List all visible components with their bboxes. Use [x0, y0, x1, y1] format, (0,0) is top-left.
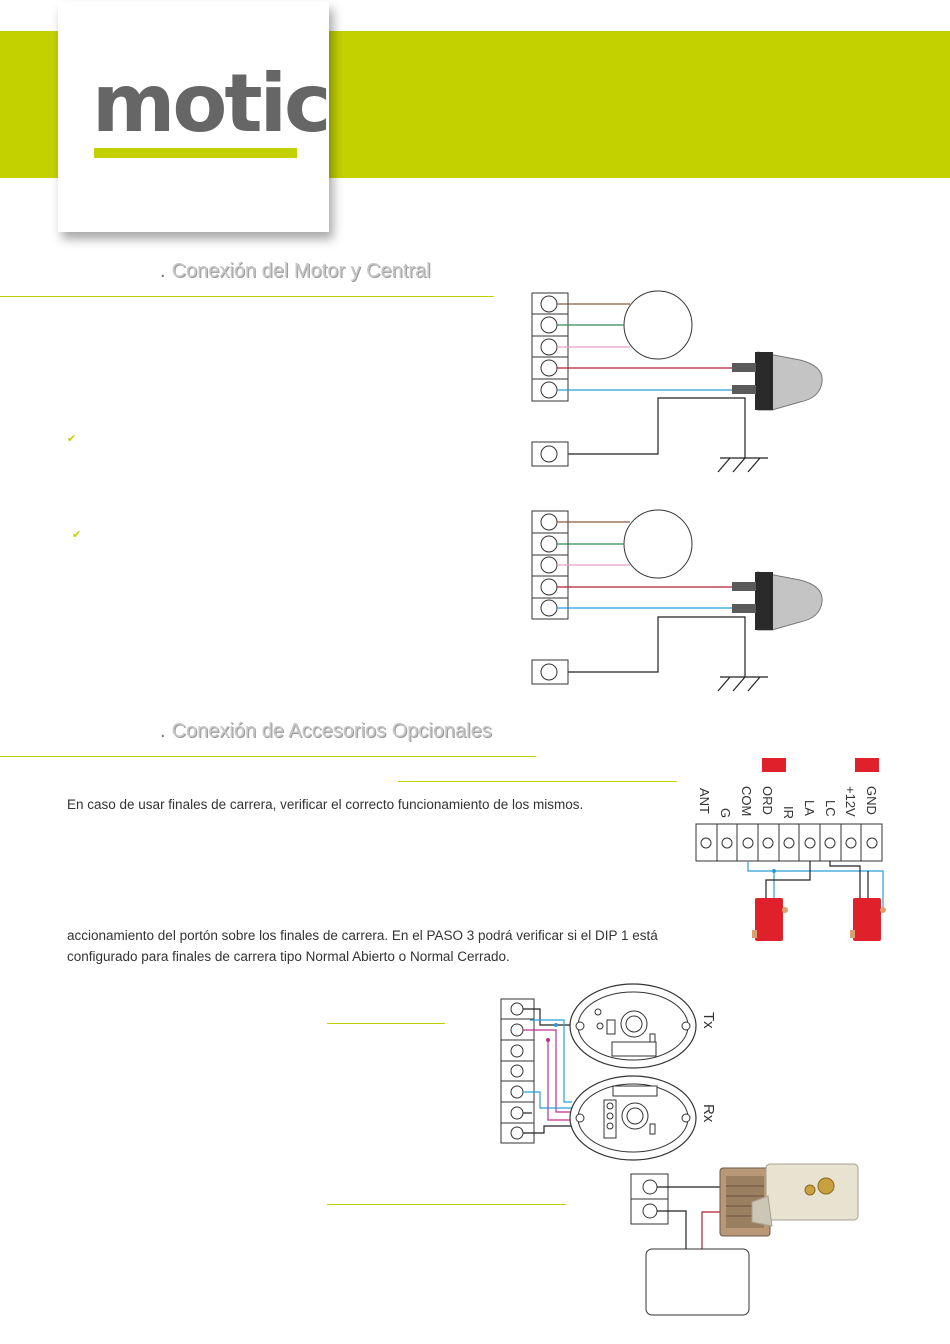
ground-icon: [717, 676, 768, 692]
subsection-rule: [398, 781, 677, 782]
tx-label: Tx: [700, 1012, 717, 1029]
terminal-label-com: COM: [739, 786, 754, 816]
limit-switch-paragraph: En caso de usar finales de carrera, veri…: [67, 797, 584, 812]
terminal-screw: [540, 663, 558, 681]
rx-label: Rx: [700, 1104, 717, 1123]
terminal-label-la: LA: [802, 800, 817, 816]
terminal-screw: [540, 599, 558, 617]
terminal-label-ant: ANT: [697, 788, 712, 814]
terminal-screw: [540, 295, 558, 313]
terminal-screw: [540, 556, 558, 574]
terminal-screw: [540, 445, 558, 463]
ground-icon: [717, 457, 768, 473]
check-icon: ✔: [67, 433, 77, 445]
section-number: .: [160, 720, 166, 742]
capacitor-circle: [623, 509, 693, 579]
power-plug-icon: [732, 571, 823, 631]
terminal-screw: [540, 338, 558, 356]
terminal-screw: [540, 513, 558, 531]
logo-underline: [94, 148, 297, 158]
section-number: .: [160, 260, 166, 282]
terminal-screw: [540, 316, 558, 334]
terminal-label-ord: ORD: [760, 786, 775, 815]
motor-wiring-diagram-2: [531, 509, 823, 692]
red-marker: [855, 758, 879, 772]
section-rule: [0, 296, 494, 297]
limit-switch-diagram: ANT G COM ORD IR LA LC +12V GND: [695, 758, 886, 941]
photocell-rx-icon: [569, 1075, 697, 1161]
subsection-rule: [327, 1204, 566, 1205]
section-title-text: Conexión de Accesorios Opcionales: [171, 720, 492, 742]
terminal-screw: [540, 359, 558, 377]
photocell-tx-icon: [569, 983, 697, 1069]
section-title-accessories: .Conexión de Accesorios Opcionales: [160, 720, 492, 743]
limit-switch-icon: [850, 898, 886, 941]
check-icon: ✔: [72, 529, 82, 541]
power-supply-box: [645, 1248, 750, 1316]
limit-switch-icon: [752, 898, 788, 941]
motor-wiring-diagram-1: [531, 290, 823, 473]
terminal-label-ir: IR: [781, 806, 796, 819]
terminal-labels: ANT G COM ORD IR LA LC +12V GND: [697, 786, 879, 819]
red-marker: [762, 758, 786, 772]
section-title-text: Conexión del Motor y Central: [171, 260, 431, 282]
terminal-label-g: G: [718, 808, 733, 818]
photocell-diagram: Tx Rx: [500, 983, 717, 1161]
electric-lock-diagram: [630, 1163, 859, 1316]
section-rule: [0, 756, 536, 757]
terminal-label-12v: +12V: [843, 786, 858, 817]
terminal-screw: [642, 1203, 658, 1219]
terminal-screw: [540, 535, 558, 553]
terminal-screw: [540, 578, 558, 596]
terminal-label-lc: LC: [823, 800, 838, 817]
terminal-screw: [642, 1179, 658, 1195]
section-title-motor: .Conexión del Motor y Central: [160, 260, 431, 283]
terminal-screw: [540, 381, 558, 399]
power-plug-icon: [732, 351, 823, 411]
subsection-rule: [327, 1023, 445, 1024]
brand-logo: motic: [92, 57, 331, 150]
limit-switch-paragraph: configurado para finales de carrera tipo…: [67, 949, 510, 964]
terminal-label-gnd: GND: [864, 786, 879, 815]
logo-card: motic: [58, 2, 331, 232]
electric-lock-icon: [719, 1163, 859, 1237]
capacitor-circle: [623, 290, 693, 360]
limit-switch-paragraph: accionamiento del portón sobre los final…: [67, 928, 658, 943]
